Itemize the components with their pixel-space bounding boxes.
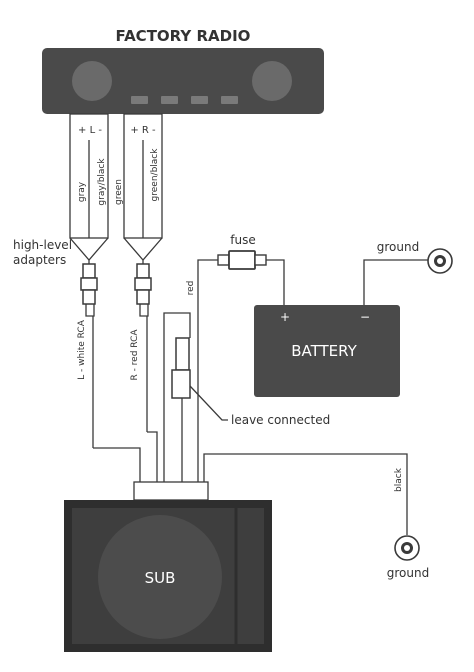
fuse-label: fuse — [230, 233, 255, 247]
radio-left-knob — [72, 61, 112, 101]
wire-label-red: red — [186, 281, 196, 296]
ground-bottom-icon — [394, 535, 420, 561]
left-adapter-connector — [80, 260, 98, 305]
battery-ground-wire — [363, 259, 428, 305]
radio-right-knob — [252, 61, 292, 101]
radio-button — [161, 96, 178, 104]
battery-label: BATTERY — [291, 342, 357, 360]
leave-connected-label: leave connected — [231, 413, 330, 427]
right-channel-label: + R - — [130, 125, 156, 136]
battery-positive-terminal: + — [280, 310, 290, 324]
sub-input-connector — [133, 481, 209, 501]
wire-label-green: green — [114, 179, 124, 205]
radio-button — [191, 96, 208, 104]
right-rca-label: R - red RCA — [130, 329, 140, 381]
ground-top-label: ground — [377, 240, 419, 254]
left-rca-cable — [85, 304, 141, 482]
wire-label-black: black — [394, 467, 404, 492]
factory-radio — [42, 48, 324, 114]
power-wire — [197, 259, 285, 482]
wire-label-green-black: green/black — [150, 148, 160, 202]
subwoofer-cone — [98, 515, 222, 639]
ground-top-icon — [427, 248, 453, 274]
radio-button — [131, 96, 148, 104]
right-rca-cable — [139, 304, 158, 482]
adapters-label-line2: adapters — [13, 253, 66, 267]
sub-label: SUB — [145, 569, 176, 587]
wire-label-gray: gray — [77, 181, 87, 202]
battery-negative-terminal: − — [360, 310, 370, 324]
adapters-label-line1: high-level — [13, 238, 72, 252]
fuse — [217, 250, 267, 270]
right-adapter-connector — [134, 260, 152, 305]
battery — [254, 305, 400, 397]
radio-title: FACTORY RADIO — [116, 27, 251, 45]
sub-ground-wire — [203, 453, 408, 535]
leave-connected-loop — [163, 312, 228, 482]
radio-button — [221, 96, 238, 104]
left-rca-label: L - white RCA — [77, 319, 87, 380]
wire-label-gray-black: gray/black — [97, 158, 107, 206]
ground-bottom-label: ground — [387, 566, 429, 580]
subwoofer — [64, 500, 272, 652]
left-channel-label: + L - — [78, 125, 102, 136]
